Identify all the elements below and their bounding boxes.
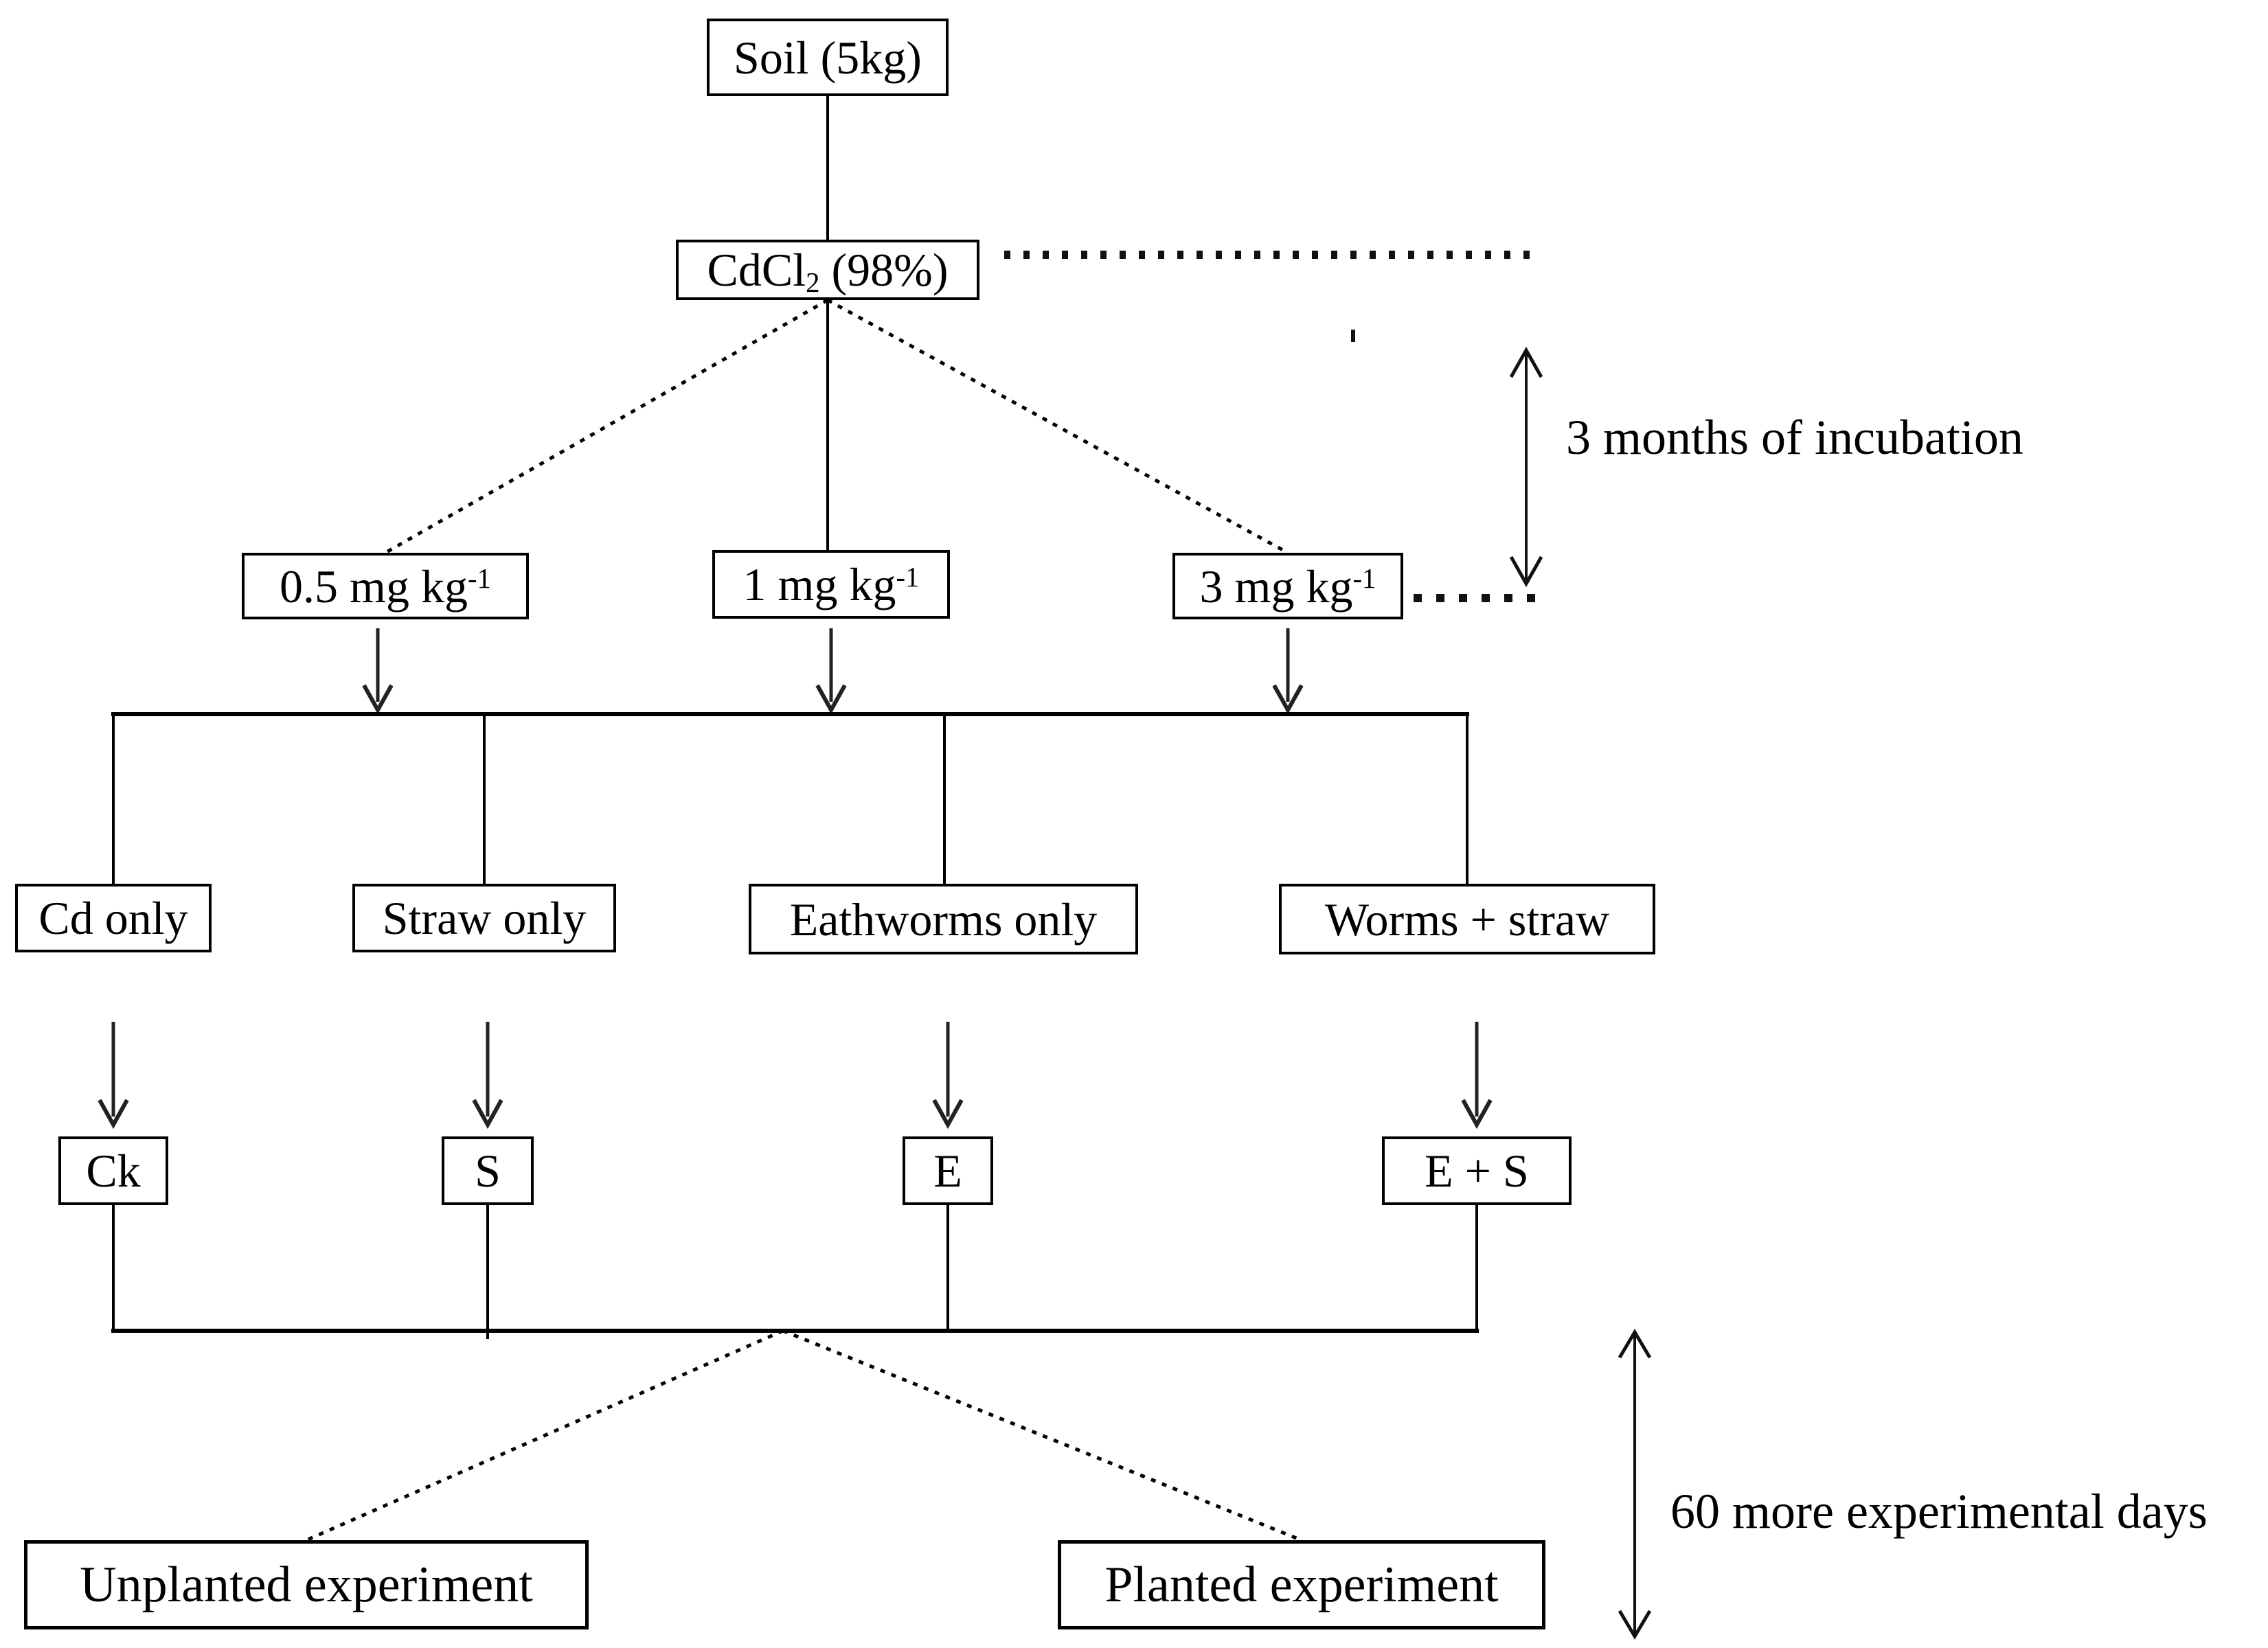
node-e-label: E [933,1145,962,1197]
node-ck-label: Ck [86,1145,141,1197]
node-s: S [442,1136,534,1205]
node-dose-05-label: 0.5 mg kg-1 [280,560,491,613]
node-dose-3-label: 3 mg kg-1 [1199,560,1376,613]
node-planted-experiment: Planted experiment [1058,1540,1545,1629]
arrow-dose1-down [815,628,847,715]
node-cdcl2: CdCl2 (98%) [676,240,979,300]
node-worms-straw: Worms + straw [1279,884,1655,954]
node-planted-experiment-label: Planted experiment [1104,1557,1499,1613]
node-soil-label: Soil (5kg) [734,31,922,84]
node-cdcl2-label: CdCl2 (98%) [707,244,949,298]
annotation-incubation: 3 months of incubation [1566,410,2023,465]
node-earthworms-only-label: Eathworms only [789,893,1098,946]
connector-cdcl2-dose3 [826,298,1289,555]
node-cd-only: Cd only [15,884,212,952]
node-cd-only-label: Cd only [38,892,188,944]
node-unplanted-experiment: Unplanted experiment [24,1540,589,1629]
incubation-double-arrow [1509,346,1543,588]
node-e-s-label: E + S [1425,1145,1529,1197]
connector-cdcl2-dose05 [384,298,829,555]
connector-bus2-planted [782,1329,1302,1542]
arrow-earthworms-only-to-e [932,1022,964,1130]
node-e: E [903,1136,993,1205]
node-s-label: S [475,1145,501,1197]
node-dose-1: 1 mg kg-1 [712,550,950,619]
arrow-dose3-down [1272,628,1304,715]
node-dose-3: 3 mg kg-1 [1172,553,1403,619]
arrow-straw-only-to-s [472,1022,503,1130]
annotation-sixty-days: 60 more experimental days [1670,1484,2208,1539]
node-e-s: E + S [1382,1136,1572,1205]
node-dose-05: 0.5 mg kg-1 [242,553,529,619]
node-dose-1-label: 1 mg kg-1 [742,558,920,610]
node-unplanted-experiment-label: Unplanted experiment [80,1557,533,1613]
connector-bus2-unplanted [305,1329,784,1542]
node-straw-only-label: Straw only [382,892,587,944]
node-straw-only: Straw only [352,884,616,952]
sixty-days-double-arrow [1618,1329,1652,1640]
node-soil: Soil (5kg) [707,19,949,96]
node-ck: Ck [58,1136,168,1205]
arrow-worms-straw-to-es [1461,1022,1493,1130]
arrow-dose05-down [362,628,394,715]
arrow-cd-only-to-ck [98,1022,129,1130]
node-earthworms-only: Eathworms only [749,884,1138,954]
node-worms-straw-label: Worms + straw [1324,893,1610,946]
